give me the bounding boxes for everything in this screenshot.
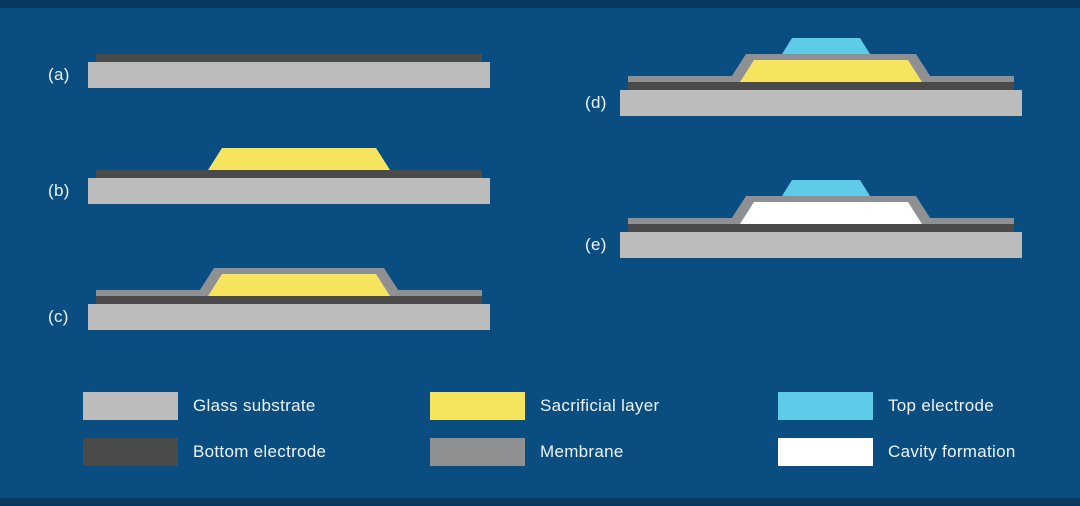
step-d-diagram [620, 38, 1022, 116]
glass-substrate-layer [88, 304, 490, 330]
legend-item-membrane: Membrane [430, 438, 624, 466]
top-electrode-layer [782, 180, 870, 196]
top-electrode-layer [782, 38, 870, 54]
cavity-layer [740, 202, 922, 224]
step-a-diagram [88, 54, 490, 88]
legend-label-top-electrode: Top electrode [888, 396, 994, 415]
bottom-electrode-layer [96, 54, 482, 62]
legend-swatch-glass-substrate [83, 392, 178, 420]
step-e-diagram [620, 180, 1022, 258]
step-label-d: (d) [585, 93, 607, 112]
legend-label-sacrificial-layer: Sacrificial layer [540, 396, 660, 415]
step-c-diagram [88, 268, 490, 330]
legend-swatch-sacrificial-layer [430, 392, 525, 420]
legend-label-bottom-electrode: Bottom electrode [193, 442, 327, 461]
bottom-electrode-layer [628, 224, 1014, 232]
step-label-c: (c) [48, 307, 69, 326]
legend-item-cavity-formation: Cavity formation [778, 438, 1016, 466]
legend-item-glass-substrate: Glass substrate [83, 392, 316, 420]
step-label-b: (b) [48, 181, 70, 200]
step-label-e: (e) [585, 235, 607, 254]
legend-swatch-membrane [430, 438, 525, 466]
legend-label-glass-substrate: Glass substrate [193, 396, 316, 415]
legend-swatch-top-electrode [778, 392, 873, 420]
legend-item-bottom-electrode: Bottom electrode [83, 438, 326, 466]
legend-label-membrane: Membrane [540, 442, 624, 461]
legend-label-cavity-formation: Cavity formation [888, 442, 1016, 461]
step-b-diagram [88, 148, 490, 204]
bottom-border-bar [0, 498, 1080, 506]
legend-item-top-electrode: Top electrode [778, 392, 994, 420]
glass-substrate-layer [88, 178, 490, 204]
legend-item-sacrificial-layer: Sacrificial layer [430, 392, 659, 420]
sacrificial-layer [208, 274, 390, 296]
step-label-a: (a) [48, 65, 70, 84]
top-border-bar [0, 0, 1080, 8]
bottom-electrode-layer [96, 170, 482, 178]
glass-substrate-layer [620, 232, 1022, 258]
bottom-electrode-layer [96, 296, 482, 304]
glass-substrate-layer [620, 90, 1022, 116]
bottom-electrode-layer [628, 82, 1014, 90]
sacrificial-layer [208, 148, 390, 170]
glass-substrate-layer [88, 62, 490, 88]
sacrificial-layer [740, 60, 922, 82]
legend-swatch-cavity-formation [778, 438, 873, 466]
legend-swatch-bottom-electrode [83, 438, 178, 466]
